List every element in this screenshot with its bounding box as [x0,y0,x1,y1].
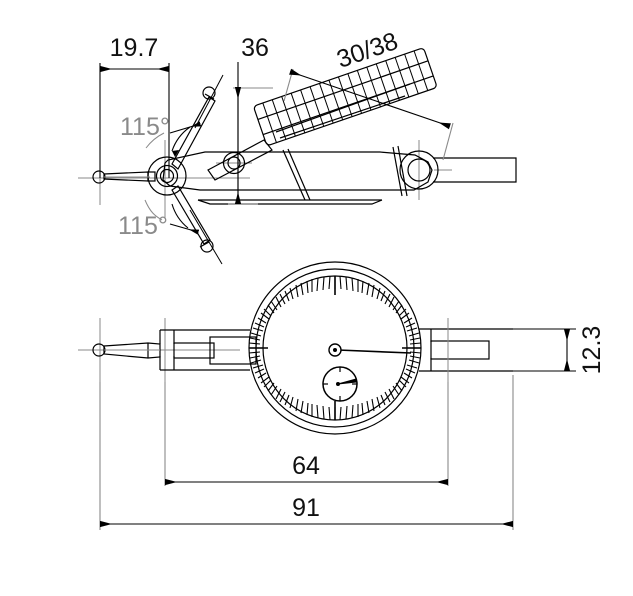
internal-rib-right2 [397,145,408,197]
front-stylus-block [209,336,257,365]
front-dovetail-stem [430,340,490,360]
angle-leader-lower [169,223,200,235]
dial-pointer-group [328,343,412,357]
front-dial-view [78,261,513,470]
angle-arc-arrow-upper [172,150,179,157]
adjust-screw-inner [227,156,241,170]
dimension-label-19-7: 19.7 [110,34,159,62]
pivot-bearing-inner [159,168,175,184]
angle-arc-lower [171,203,189,229]
internal-rib-right [392,146,403,197]
dimension-91 [99,375,514,530]
body-top-chamfer [207,139,273,181]
dial-graduations [248,275,422,421]
angle-label-115-upper: 115° [120,113,170,141]
stylus-upper-group [171,74,224,170]
mounting-lug-hole [407,158,431,182]
needle-hub-center [333,348,337,352]
angle-leader-curve-upper [145,132,165,149]
stylus-ball-lower [200,239,214,253]
stylus-axis-lower [189,209,223,265]
dimension-64 [164,382,449,486]
angle-leader-upper [169,121,202,134]
stylus-taper-lower [171,185,211,245]
angle-115-lower [144,199,200,235]
pivot-bearing-outer [155,164,179,188]
stylus-taper-upper [171,96,216,170]
angle-115-upper [169,121,202,157]
dimension-12-3 [513,328,576,372]
stylus-axis-upper [194,74,224,129]
stylus-ball-upper [202,86,216,100]
dimension-label-12-3: 12.3 [578,326,606,375]
angle-arc-upper [171,126,191,152]
angle-leader-curve-lower [144,199,163,221]
dovetail-stem [433,157,517,183]
subdial-pointer [337,378,357,385]
dimension-30-38 [283,68,454,161]
mounting-lug-outer [399,150,439,190]
adjust-screw-outer [222,151,246,175]
dimension-label-36: 36 [241,34,269,62]
stylus-lower-group [171,185,223,265]
dimension-36 [228,62,273,205]
ext-line-end-30-38 [442,122,454,161]
dimension-label-91: 91 [292,494,320,522]
internal-rib-left2 [287,148,311,201]
angle-label-115-lower: 115° [118,212,168,240]
dimension-label-64: 64 [292,452,320,480]
revolution-counter-subdial [322,366,358,402]
internal-rib-left [282,149,306,201]
subdial-hub [336,382,340,386]
dial-needle [337,349,412,354]
body-base-plate [197,199,383,205]
dim-line-30-38 [289,68,451,130]
front-stylus-neck [173,342,215,359]
dimension-19-7 [99,63,170,178]
